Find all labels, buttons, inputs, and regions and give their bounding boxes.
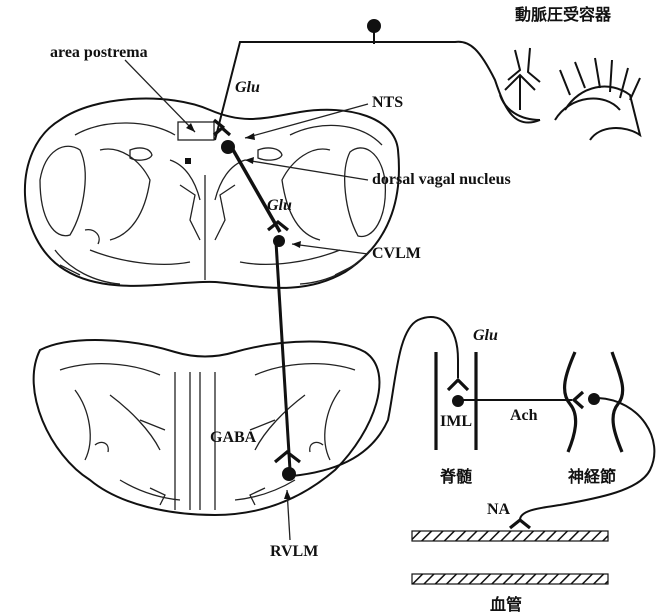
afferent-neuron-soma	[367, 19, 381, 33]
lower-medulla-section	[34, 340, 380, 515]
rvlm-synapse-terminal	[275, 452, 300, 462]
label-ach: Ach	[510, 407, 538, 424]
blood-vessel	[412, 531, 608, 584]
label-glu-2: Glu	[267, 197, 292, 214]
label-cvlm: CVLM	[372, 245, 421, 262]
iml-neuron-soma	[452, 395, 464, 407]
label-ganglion: 神経節	[568, 467, 616, 486]
label-gaba: GABA	[210, 429, 257, 446]
baroreceptor-vessels	[500, 48, 640, 140]
nts-neuron-soma	[221, 140, 235, 154]
label-iml: IML	[440, 413, 472, 430]
upper-medulla-section	[25, 99, 399, 288]
cvlm-rvlm-fiber	[276, 242, 290, 470]
label-nts: NTS	[372, 94, 403, 111]
label-baroreceptor: 動脈圧受容器	[515, 5, 612, 24]
label-spinal-cord: 脊髄	[439, 467, 472, 486]
label-dorsal-vagal-nucleus: dorsal vagal nucleus	[372, 171, 511, 188]
ganglion-synapse-terminal	[574, 392, 583, 408]
baroreceptor-afferent-fiber	[215, 42, 540, 140]
nts-synapse-terminal	[214, 128, 230, 135]
label-blood-vessel: 血管	[490, 595, 522, 614]
vessel-na-terminal	[510, 520, 530, 528]
iml-synapse-terminal	[448, 380, 468, 390]
ganglion-vessel-fiber	[520, 398, 654, 520]
label-area-postrema: area postrema	[50, 44, 148, 61]
label-glu-1: Glu	[235, 79, 260, 96]
label-glu-3: Glu	[473, 327, 498, 344]
nts-cvlm-fiber	[232, 148, 280, 232]
labels: 動脈圧受容器 area postrema Glu NTS dorsal vaga…	[50, 5, 616, 614]
cvlm-neuron-soma	[273, 235, 285, 247]
label-na: NA	[487, 501, 511, 518]
label-rvlm: RVLM	[270, 543, 318, 560]
rvlm-neuron-soma	[282, 467, 296, 481]
ganglion-neuron-soma	[588, 393, 600, 405]
